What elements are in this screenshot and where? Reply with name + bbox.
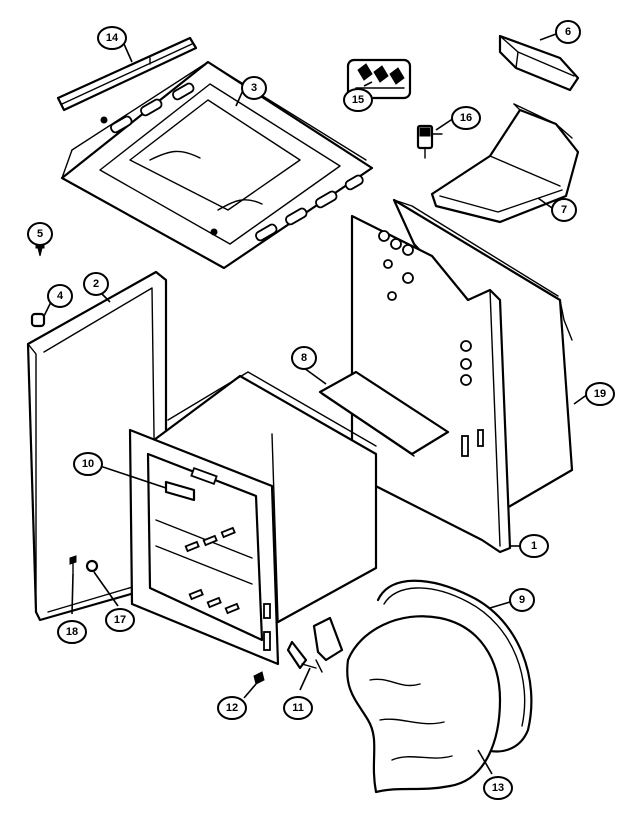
callout-label-18: 18: [66, 626, 78, 638]
callout-5: 5: [27, 222, 53, 246]
callout-label-9: 9: [519, 594, 525, 606]
callout-label-4: 4: [57, 290, 64, 302]
part-spark-module-bracket: [346, 58, 412, 100]
callout-19: 19: [585, 382, 615, 406]
callout-9: 9: [509, 588, 535, 612]
callout-label-7: 7: [561, 204, 567, 216]
callout-label-1: 1: [531, 540, 537, 552]
part-oven-gasket: [376, 579, 533, 753]
part-switch: [416, 124, 443, 159]
callout-label-12: 12: [226, 702, 238, 714]
part-vent-cap: [498, 34, 580, 92]
callout-3: 3: [241, 76, 267, 100]
callout-label-10: 10: [82, 458, 94, 470]
callout-10: 10: [73, 452, 103, 476]
callout-4: 4: [47, 284, 73, 308]
callout-2: 2: [83, 272, 109, 296]
callout-17: 17: [105, 608, 135, 632]
part-top-trim-strip: [56, 36, 198, 112]
leader-lines: [39, 33, 589, 775]
part-side-panel: [350, 214, 512, 554]
callout-label-2: 2: [93, 278, 99, 290]
part-door-screw: [69, 555, 77, 575]
callout-1: 1: [519, 534, 549, 558]
callout-label-16: 16: [460, 112, 472, 124]
part-label-plate: [164, 480, 196, 502]
part-clip: [30, 312, 46, 328]
callout-12: 12: [217, 696, 247, 720]
callout-label-19: 19: [594, 388, 606, 400]
callout-label-17: 17: [114, 614, 126, 626]
callout-14: 14: [97, 26, 127, 50]
part-door-clip: [85, 559, 99, 573]
callout-label-11: 11: [292, 702, 304, 714]
callout-label-15: 15: [352, 94, 364, 106]
callout-15: 15: [343, 88, 373, 112]
part-hinge-bracket: [286, 616, 344, 673]
callout-label-3: 3: [251, 82, 257, 94]
part-insulation-pad: [318, 370, 450, 457]
callout-6: 6: [555, 20, 581, 44]
part-insulation-blanket: [346, 615, 502, 794]
part-top-support-panel: [60, 60, 374, 270]
callout-18: 18: [57, 620, 87, 644]
callout-label-5: 5: [37, 228, 43, 240]
part-oven-front-frame: [128, 428, 280, 666]
callout-label-6: 6: [565, 26, 571, 38]
callout-11: 11: [283, 696, 313, 720]
callout-16: 16: [451, 106, 481, 130]
part-vent-duct: [430, 103, 580, 224]
part-frame-screw: [253, 671, 265, 685]
callout-13: 13: [483, 776, 513, 800]
callout-8: 8: [291, 346, 317, 370]
callout-label-14: 14: [106, 32, 119, 44]
callout-7: 7: [551, 198, 577, 222]
callout-label-8: 8: [301, 352, 307, 364]
callout-label-13: 13: [492, 782, 504, 794]
